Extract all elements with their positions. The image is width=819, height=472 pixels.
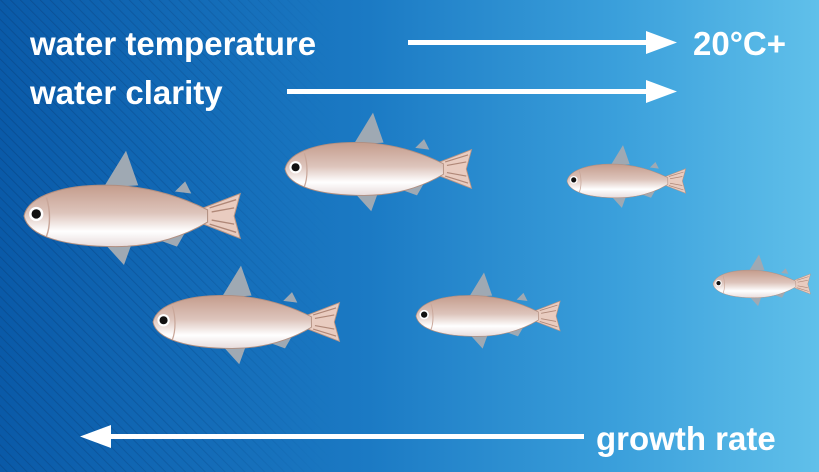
water-clarity-label: water clarity <box>30 74 223 111</box>
temperature-arrow <box>408 31 677 54</box>
temperature-value-label: 20°C+ <box>693 25 787 62</box>
water-temperature-label: water temperature <box>30 25 317 62</box>
growth-rate-label: growth rate <box>596 420 776 457</box>
growth-rate-arrow <box>80 425 584 448</box>
clarity-arrow <box>287 80 677 103</box>
